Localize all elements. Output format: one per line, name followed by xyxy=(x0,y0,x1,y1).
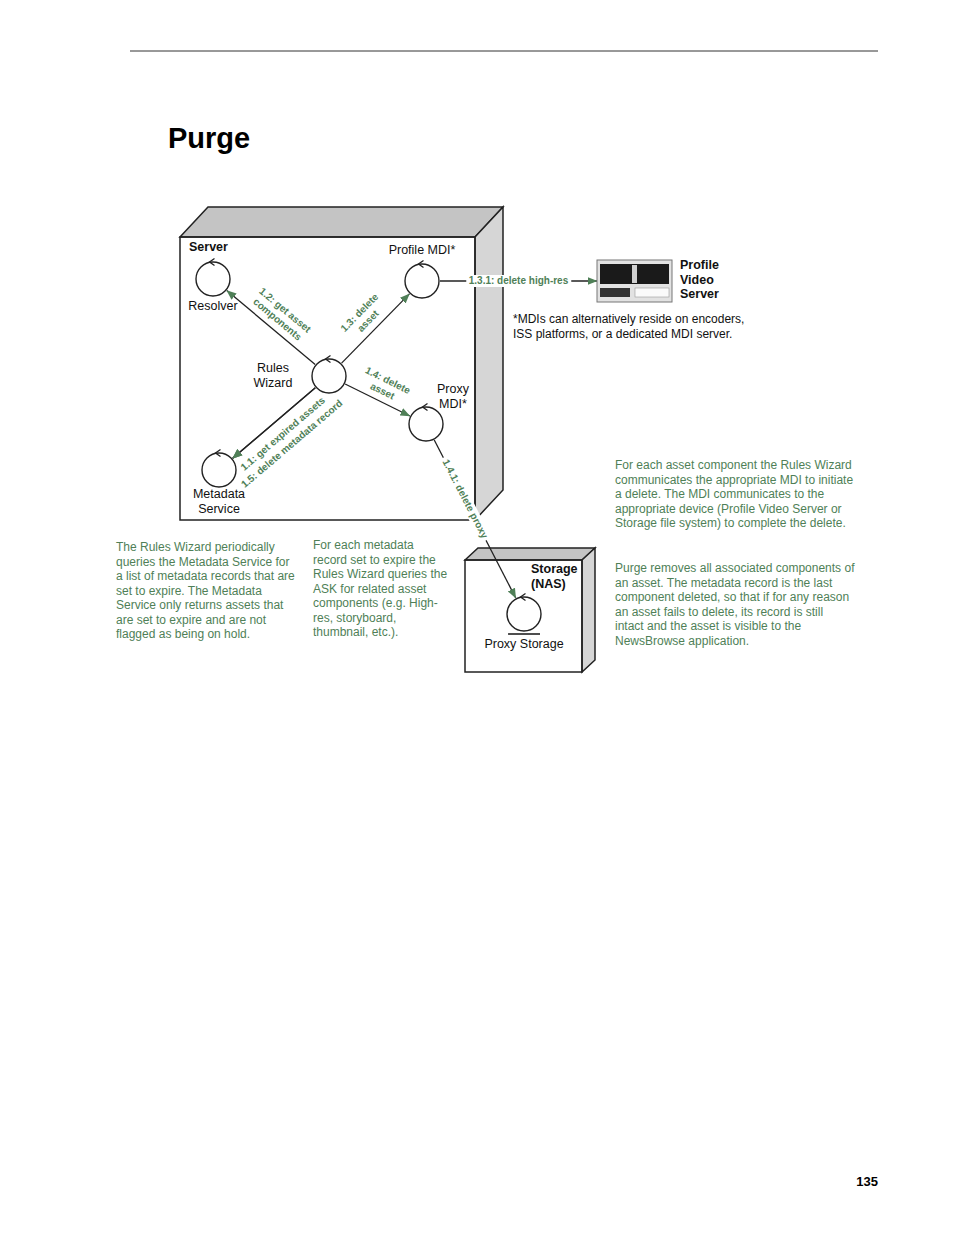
component-circle: Metadata Service xyxy=(201,452,237,488)
control-chevron xyxy=(326,356,331,363)
circle-outline xyxy=(196,262,230,296)
circle-outline xyxy=(311,358,347,394)
component-circle: Resolver xyxy=(195,261,231,297)
server-box: Resolver Profile MDI* Rules WizardProxy MD… xyxy=(180,237,475,520)
node-label: Metadata Service xyxy=(179,487,259,516)
message-label: 1.2: get asset components xyxy=(243,280,320,350)
storage-base xyxy=(508,633,540,635)
note-text: Purge removes all associated components … xyxy=(615,561,855,648)
control-chevron xyxy=(216,450,221,457)
node-label: Profile MDI* xyxy=(376,243,468,258)
circleBase-outline xyxy=(506,596,542,632)
storage-box: Proxy Storage Storage (NAS) xyxy=(465,560,582,672)
message-label: 1.1: get expired assets xyxy=(238,394,327,473)
circle-outline xyxy=(405,264,439,298)
box-side-face xyxy=(475,207,503,520)
page-title: Purge xyxy=(168,121,250,156)
page-number: 135 xyxy=(830,1175,878,1190)
message-label: 1.5: delete metadata record xyxy=(238,397,344,490)
component-circle: Rules Wizard xyxy=(311,358,347,394)
note-text: The Rules Wizard periodically queries th… xyxy=(116,540,298,642)
message-label: 1.3: delete asset xyxy=(334,287,395,348)
control-chevron xyxy=(419,261,424,268)
node-label: Proxy MDI* xyxy=(430,382,476,411)
node-label: Server xyxy=(189,240,269,255)
component-circle: Profile MDI* xyxy=(404,263,440,299)
device-panel xyxy=(600,264,669,284)
box-top-face xyxy=(180,207,503,237)
node-label: Proxy Storage xyxy=(484,637,564,652)
node-label: Resolver xyxy=(178,299,248,314)
circle-outline xyxy=(312,359,346,393)
circle-outline xyxy=(195,261,231,297)
footnote: *MDIs can alternatively reside on encode… xyxy=(513,312,765,341)
device-strip xyxy=(635,288,669,297)
storage-circle: Proxy Storage xyxy=(506,596,542,632)
component-circle: Proxy MDI* xyxy=(408,406,444,442)
control-chevron xyxy=(423,404,428,411)
control-chevron xyxy=(210,259,215,266)
message-label: 1.3.1: delete high-res xyxy=(466,275,571,287)
header-rule xyxy=(130,51,878,52)
box-top-face xyxy=(465,548,595,560)
box-front-face xyxy=(465,560,582,672)
circle-outline xyxy=(202,453,236,487)
note-text: For each asset component the Rules Wizar… xyxy=(615,458,855,531)
message-label: 1.4.1: delete proxy xyxy=(438,455,491,543)
node-label: Rules Wizard xyxy=(248,361,298,390)
device-case xyxy=(597,260,672,302)
device-strip xyxy=(600,288,630,297)
circle-outline xyxy=(201,452,237,488)
node-label: Profile Video Server xyxy=(680,258,734,302)
circle-outline xyxy=(404,263,440,299)
node-label: Storage (NAS) xyxy=(531,562,583,591)
message-label: 1.4: delete asset xyxy=(351,361,417,410)
note-text: For each metadata record set to expire t… xyxy=(313,538,450,640)
control-chevron xyxy=(521,594,526,601)
box-side-face xyxy=(582,548,595,672)
video-server-icon: Profile Video Server xyxy=(597,260,672,302)
device-outline xyxy=(597,260,672,302)
circle-outline xyxy=(408,406,444,442)
device-slot xyxy=(632,265,637,283)
box-front-face xyxy=(180,237,475,520)
circle-outline xyxy=(409,407,443,441)
circle-outline xyxy=(507,597,541,631)
